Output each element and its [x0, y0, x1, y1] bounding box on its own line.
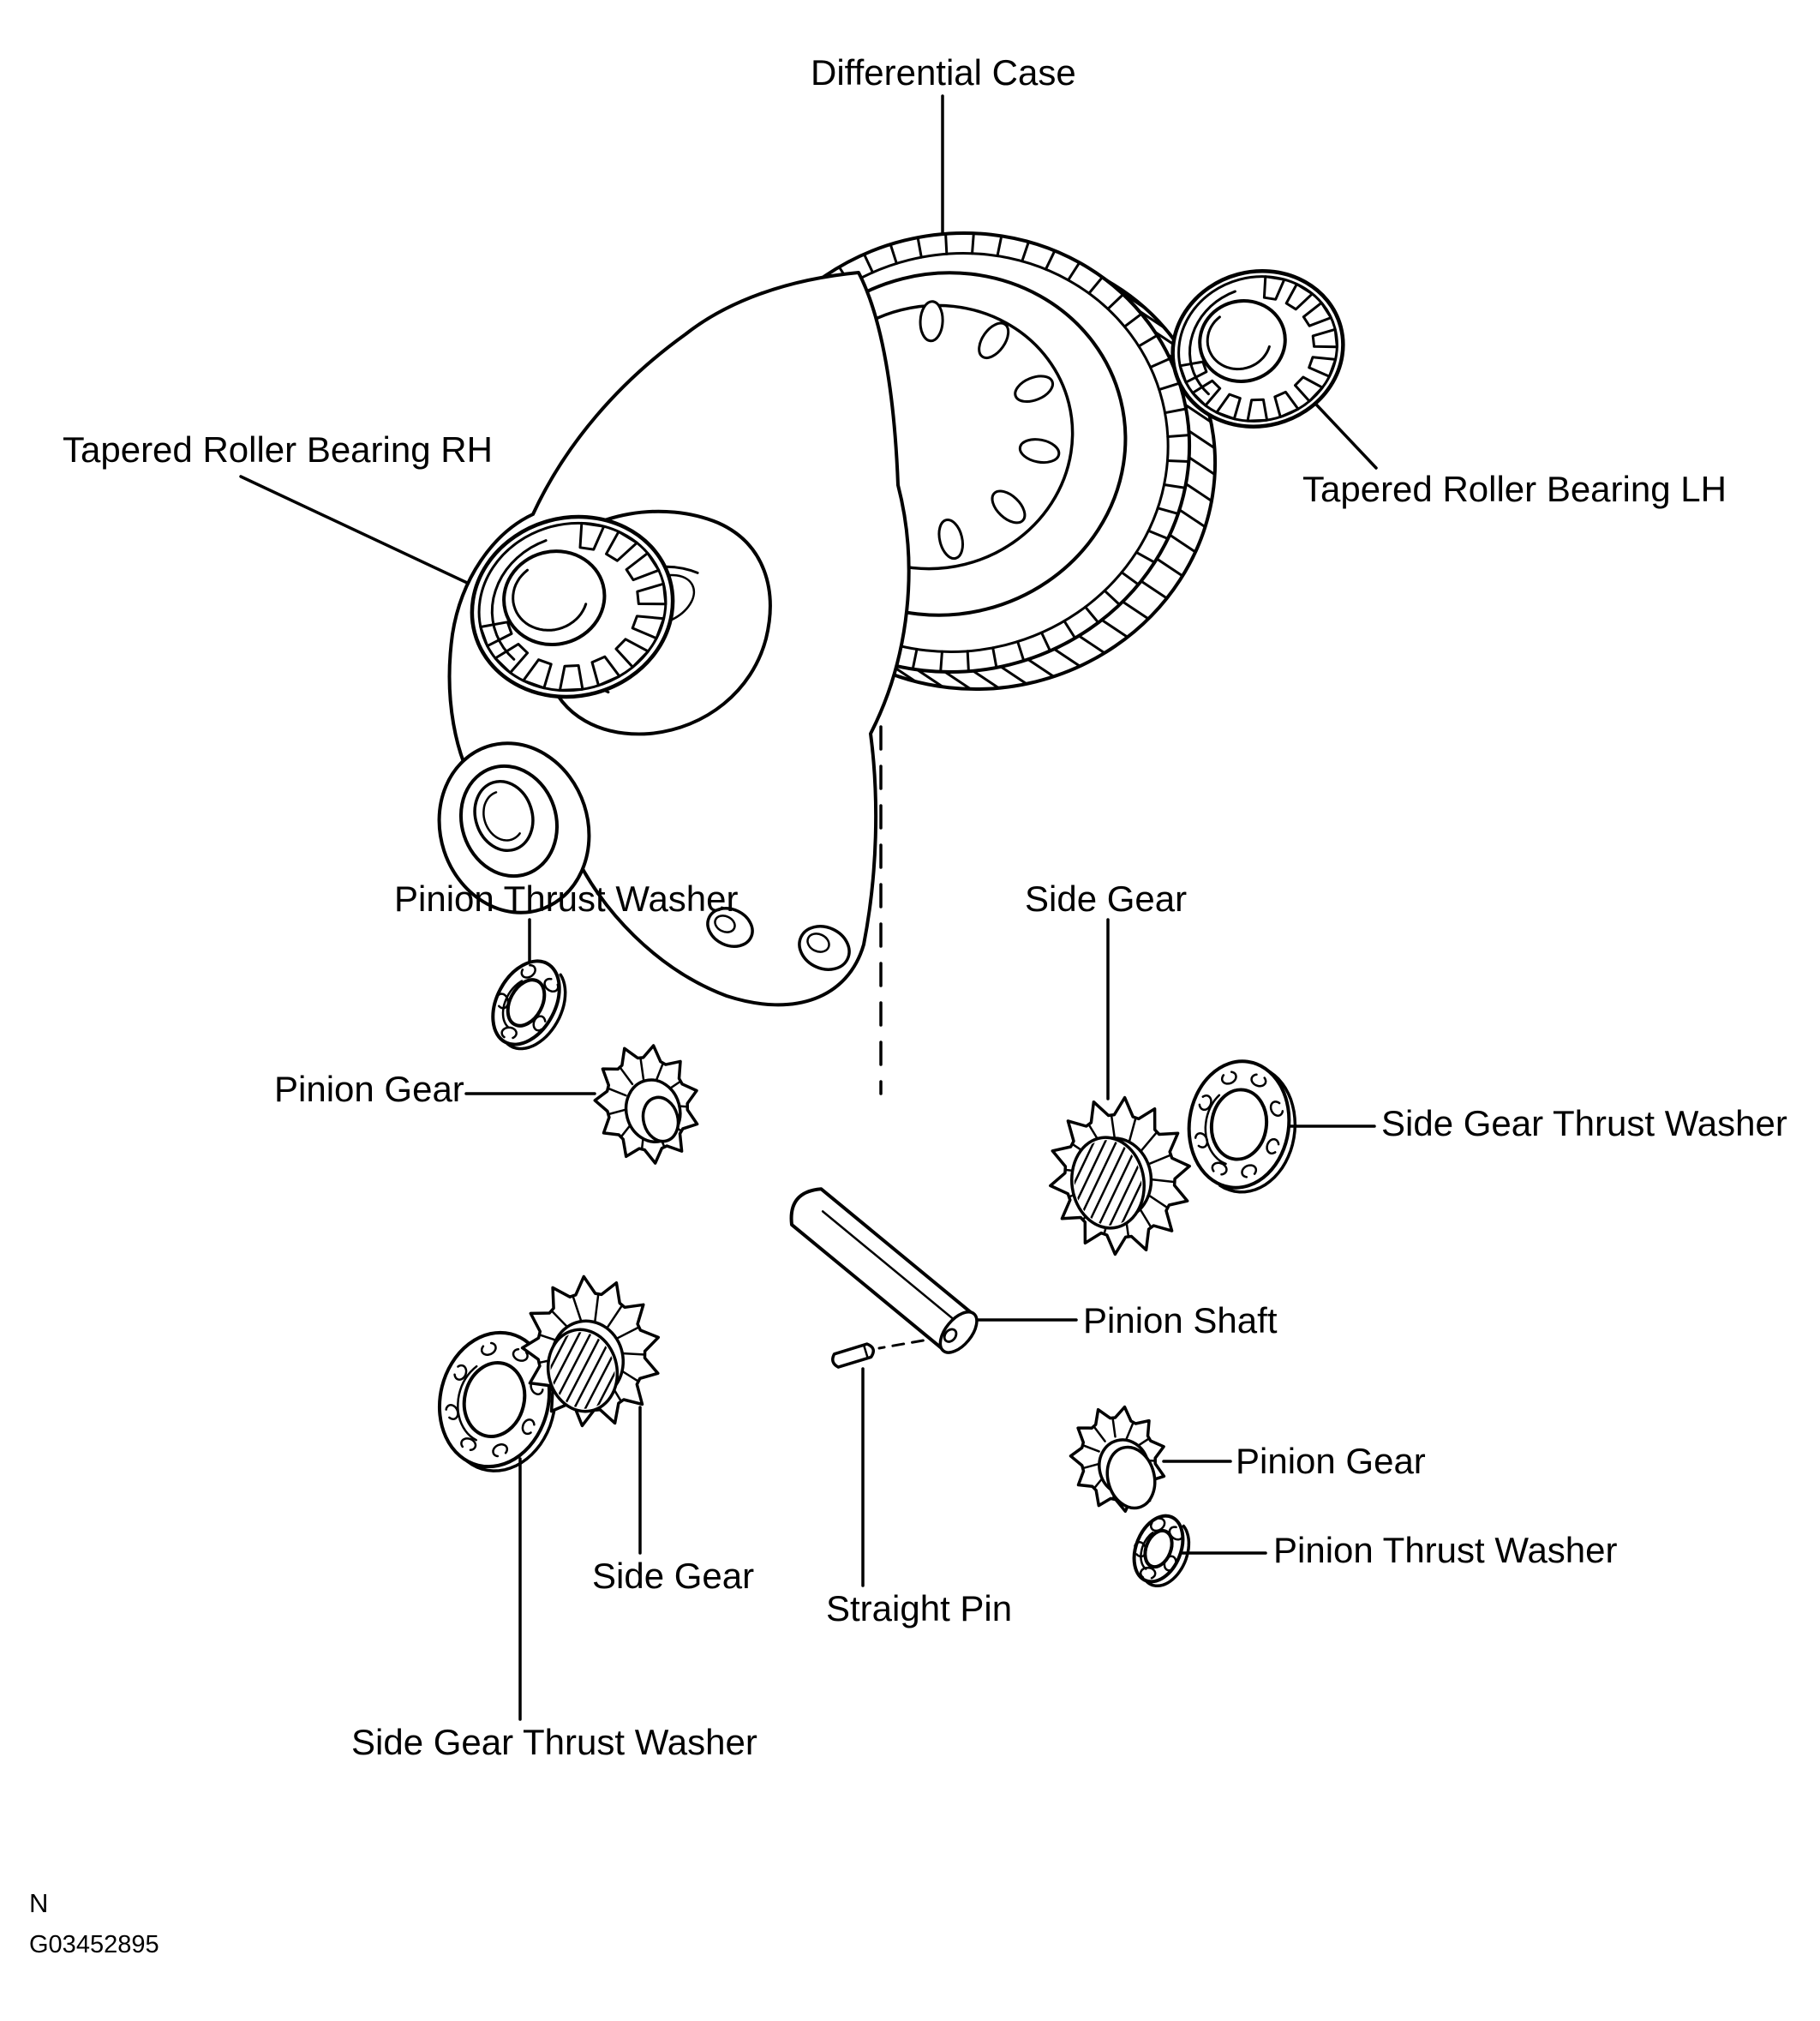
straight-pin-drawing [831, 1342, 876, 1369]
tapered-roller-bearing-lh-drawing [1170, 269, 1345, 429]
callout-pinion-thrust-washer-lower: Pinion Thrust Washer [1273, 1530, 1618, 1570]
callout-tapered-roller-bearing-rh: Tapered Roller Bearing RH [63, 429, 493, 470]
callout-pinion-gear-upper: Pinion Gear [274, 1069, 464, 1109]
pinion-shaft-drawing [789, 1187, 979, 1354]
footnote-n: N [29, 1888, 49, 1918]
callout-side-gear-thrust-washer-right: Side Gear Thrust Washer [1381, 1103, 1787, 1143]
callout-pinion-shaft: Pinion Shaft [1083, 1300, 1278, 1340]
callout-pinion-gear-lower: Pinion Gear [1236, 1441, 1426, 1481]
callout-tapered-roller-bearing-lh: Tapered Roller Bearing LH [1302, 469, 1727, 509]
tapered-roller-bearing-rh-drawing [470, 514, 675, 699]
callout-straight-pin: Straight Pin [826, 1588, 1013, 1628]
pinion-thrust-washer-lower-drawing [1132, 1514, 1191, 1588]
figure-code: G03452895 [29, 1931, 159, 1958]
callout-side-gear-right: Side Gear [1025, 879, 1188, 919]
callout-pinion-thrust-washer-upper: Pinion Thrust Washer [394, 879, 739, 919]
side-gear-right-drawing [1049, 1095, 1191, 1256]
side-gear-left-drawing [520, 1274, 661, 1428]
side-gear-thrust-washer-left-drawing [437, 1330, 557, 1472]
callout-side-gear-thrust-washer-left: Side Gear Thrust Washer [351, 1722, 757, 1762]
callout-side-gear-left: Side Gear [592, 1556, 755, 1596]
pinion-gear-lower-drawing [1069, 1405, 1166, 1514]
side-gear-thrust-washer-right-drawing [1187, 1059, 1297, 1194]
pinion-gear-upper-drawing [593, 1044, 699, 1165]
callout-differential-case: Differential Case [811, 52, 1076, 93]
pinion-thrust-washer-upper-drawing [491, 959, 567, 1051]
